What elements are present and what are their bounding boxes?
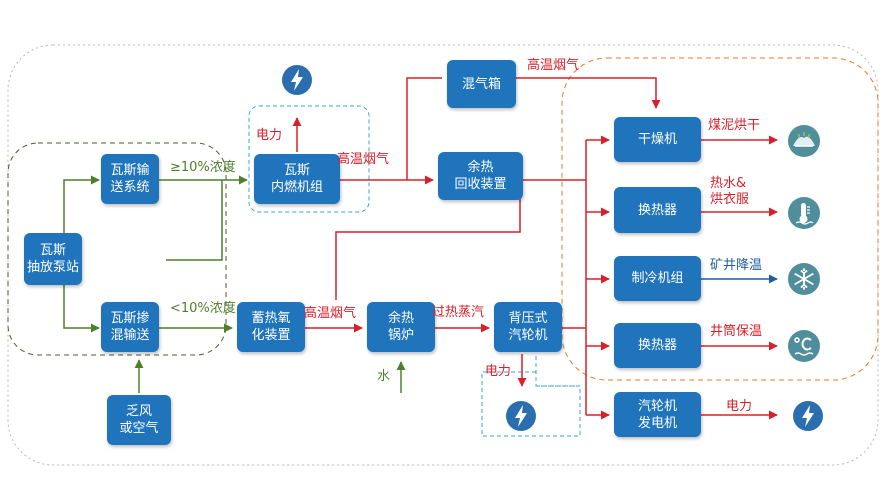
- flow-pump-down: [63, 283, 100, 333]
- celsius-icon: [788, 330, 820, 362]
- node-refrigeration-unit: 制冷机组: [614, 256, 701, 301]
- node-heat-exchanger-2: 换热器: [614, 323, 701, 368]
- label-high-temp-flue-mixbox: 高温烟气: [527, 58, 580, 73]
- label-power-generator: 电力: [726, 399, 753, 414]
- gas-source-group: [7, 142, 227, 356]
- node-gas-mixing: 瓦斯掺 混输送: [101, 302, 159, 352]
- label-mine-cooling: 矿井降温: [710, 258, 763, 273]
- label-high-temp-flue-engine: 高温烟气: [337, 152, 390, 167]
- label-superheated-steam: 过热蒸汽: [432, 305, 485, 320]
- flow-mixbox-dryer: [516, 77, 661, 109]
- node-dryer: 干燥机: [614, 117, 701, 162]
- node-regenerative-oxidation: 蓄热氧 化装置: [237, 302, 305, 352]
- flow-riser: [406, 77, 442, 180]
- lightning-icon: [793, 401, 823, 431]
- node-heat-exchanger-1: 换热器: [614, 187, 701, 233]
- node-backpressure-turbine: 背压式 汽轮机: [494, 302, 562, 352]
- flow-branch-down: [166, 180, 223, 261]
- coal-pile-icon: [788, 125, 820, 157]
- node-gas-pump-station: 瓦斯 抽放泵站: [24, 233, 82, 285]
- label-shaft-insulation: 井筒保温: [710, 324, 763, 339]
- label-power-turbine: 电力: [485, 364, 512, 379]
- lightning-icon: [506, 401, 536, 431]
- flow-oxidation-riser: [335, 180, 521, 300]
- node-mixing-box: 混气箱: [447, 60, 516, 108]
- node-waste-heat-boiler: 余热 锅炉: [367, 302, 435, 352]
- end-use-group: [561, 57, 879, 381]
- label-power-engine: 电力: [256, 128, 283, 143]
- label-concentration-high: ≥10%浓度: [170, 160, 236, 175]
- node-gas-transport: 瓦斯输 送系统: [101, 154, 159, 204]
- node-lean-air: 乏风 或空气: [107, 395, 171, 445]
- lightning-icon: [282, 65, 312, 95]
- gas-engine-group: [248, 105, 370, 213]
- node-gas-engine: 瓦斯 内燃机组: [254, 154, 340, 204]
- label-concentration-low: <10%浓度: [170, 301, 236, 316]
- label-high-temp-flue-oxidation: 高温烟气: [304, 306, 357, 321]
- flow-pump-up: [63, 175, 100, 235]
- label-coal-slime-drying: 煤泥烘干: [708, 118, 761, 133]
- node-waste-heat-recovery: 余热 回收装置: [438, 152, 523, 200]
- label-hot-water-clothes: 热水& 烘衣服: [710, 176, 750, 207]
- label-water: 水: [377, 369, 391, 384]
- node-turbine-generator: 汽轮机 发电机: [614, 392, 701, 437]
- thermometer-icon: [788, 197, 820, 229]
- snowflake-icon: [788, 263, 820, 295]
